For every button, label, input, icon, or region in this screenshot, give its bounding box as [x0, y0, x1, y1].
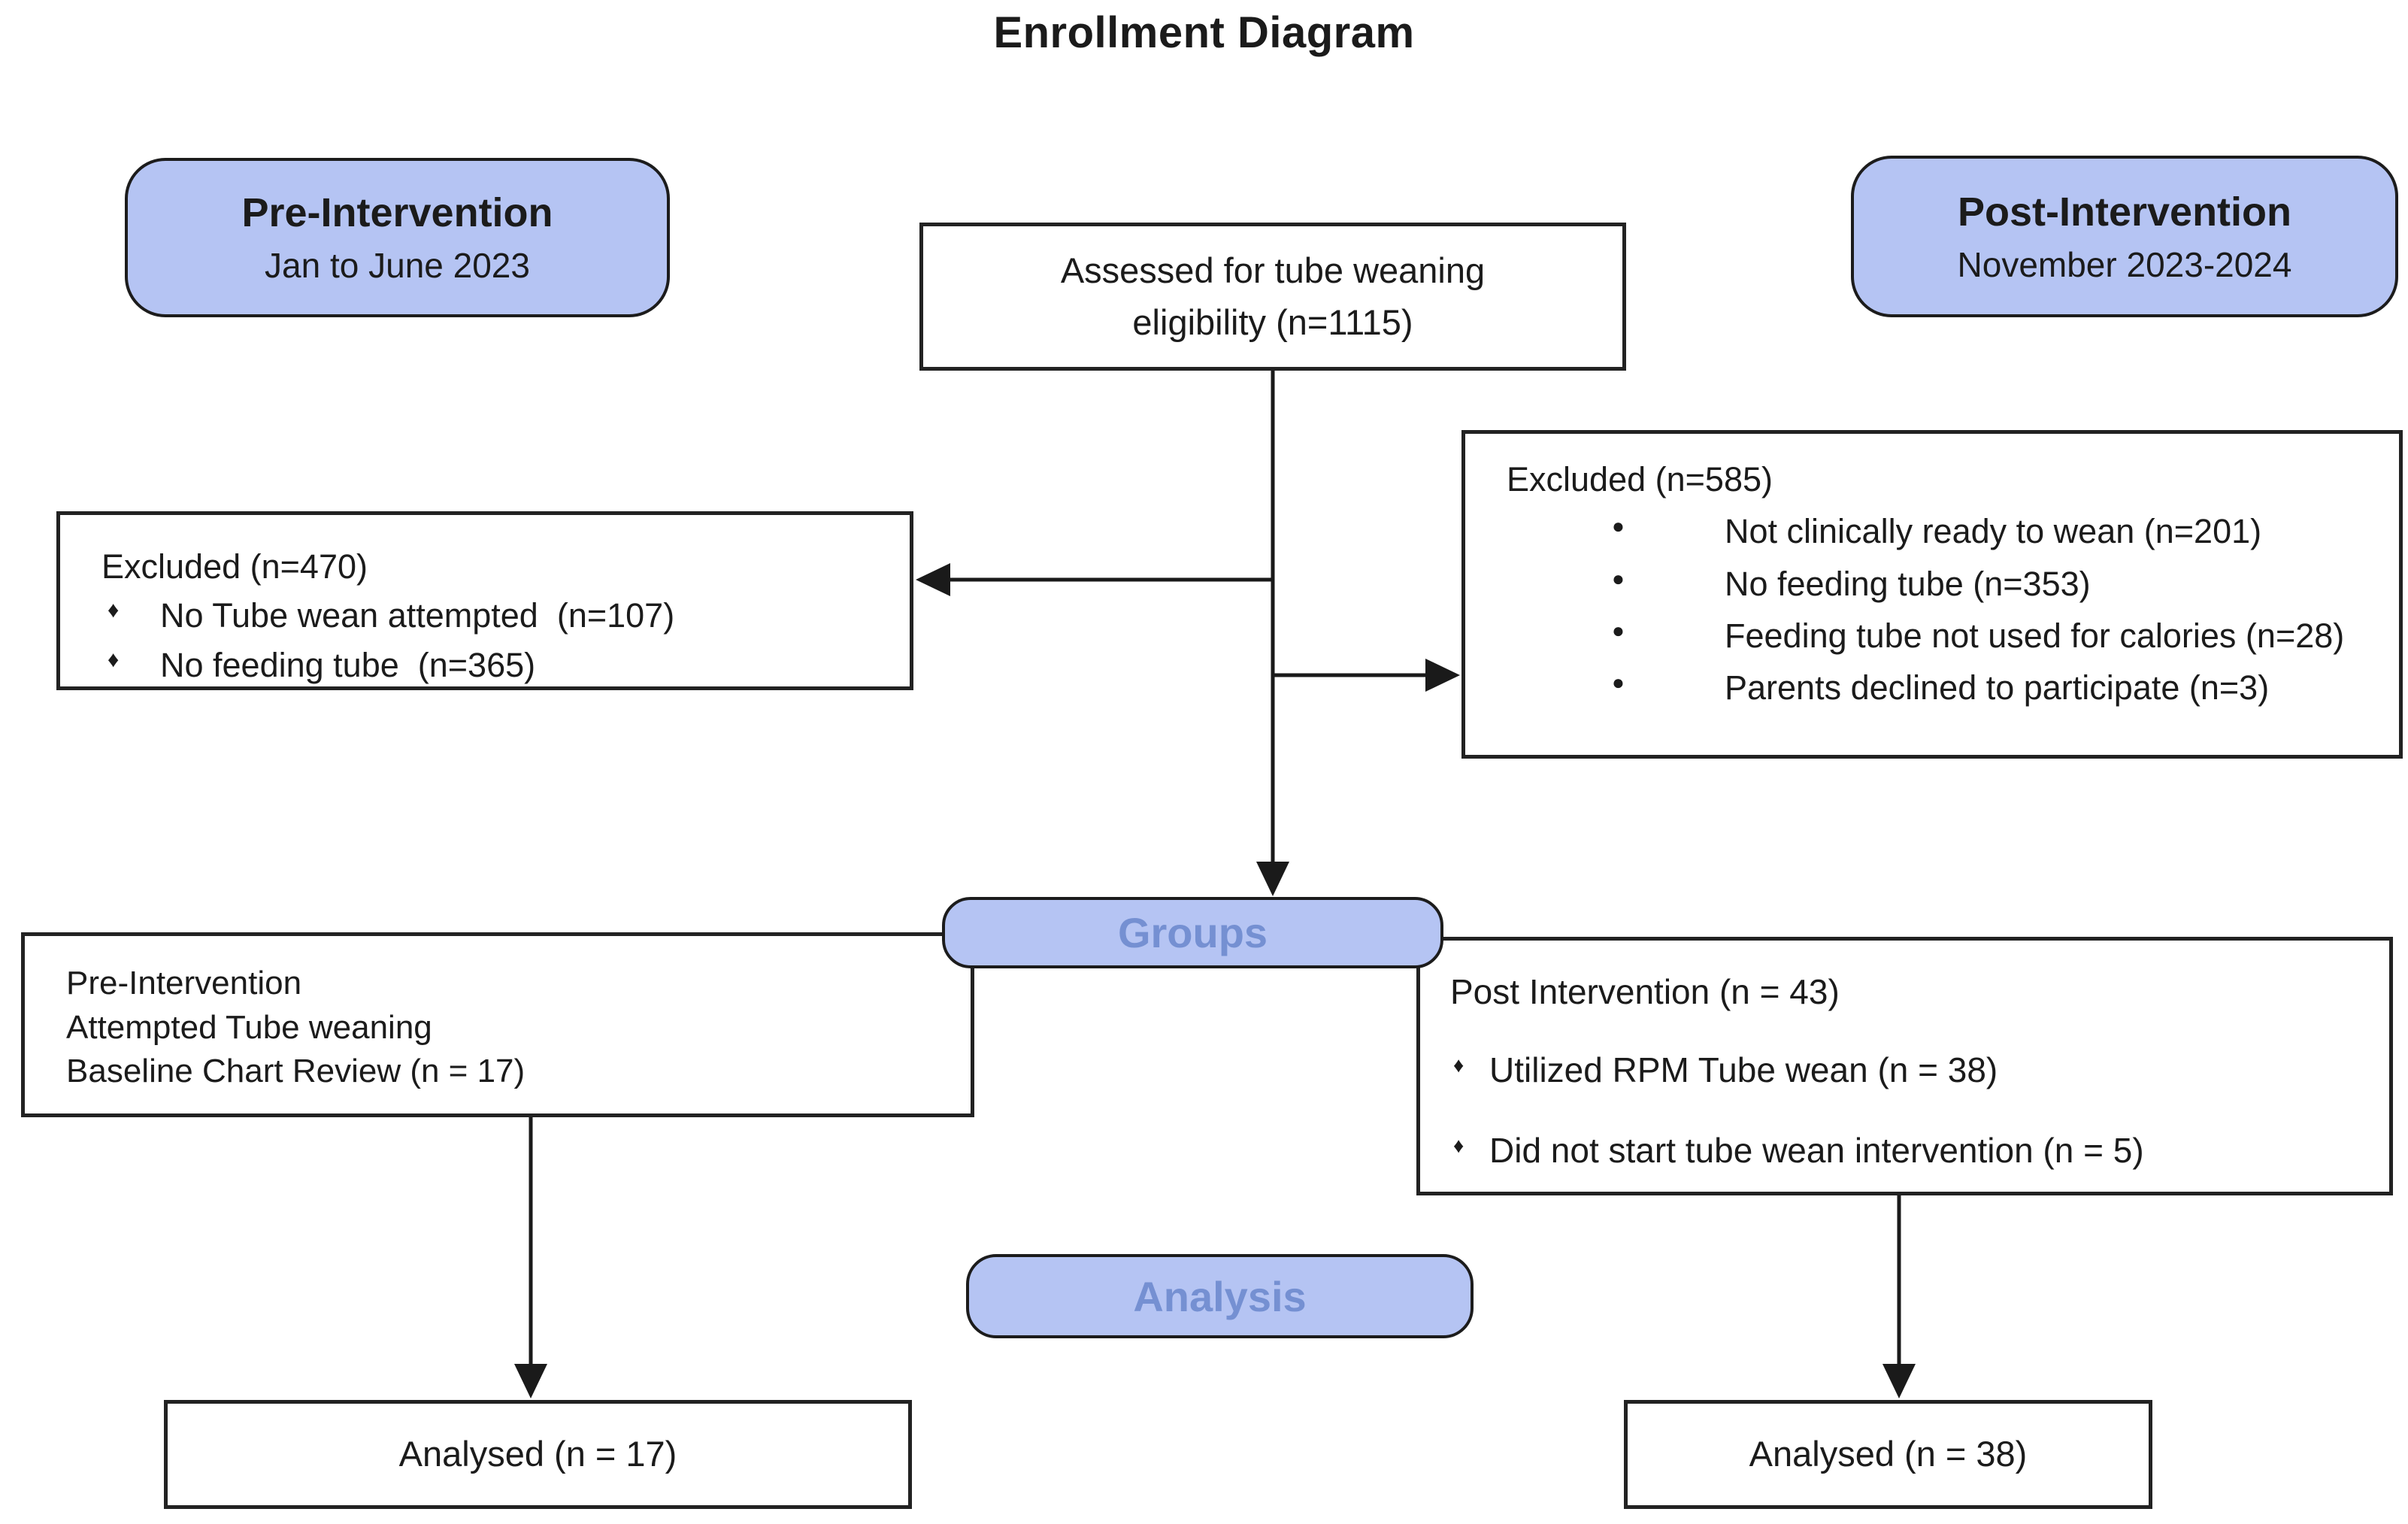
group-right-heading: Post Intervention (n = 43) [1450, 972, 1840, 1011]
arrow-assessed-to-groups [1256, 371, 1289, 896]
list-item: Utilized RPM Tube wean (n = 38) [1450, 1046, 2367, 1094]
group-left-line: Pre-Intervention [66, 965, 302, 1001]
group-left-line: Baseline Chart Review (n = 17) [66, 1053, 526, 1090]
pre-intervention-title: Pre-Intervention [241, 190, 553, 235]
analysis-stage-pill: Analysis [966, 1254, 1474, 1338]
groups-stage-label: Groups [1117, 909, 1268, 956]
arrow-groupright-to-analysed [1882, 1195, 1916, 1398]
pre-intervention-dates: Jan to June 2023 [265, 246, 530, 285]
analysed-right-box: Analysed (n = 38) [1624, 1400, 2152, 1509]
list-item: Not clinically ready to wean (n=201) [1507, 507, 2379, 556]
excluded-left-heading: Excluded (n=470) [101, 547, 368, 586]
pre-intervention-pill: Pre-Intervention Jan to June 2023 [125, 158, 670, 317]
excluded-left-box: Excluded (n=470) No Tube wean attempted … [56, 511, 913, 690]
post-intervention-pill: Post-Intervention November 2023-2024 [1851, 156, 2398, 317]
list-item: Parents declined to participate (n=3) [1507, 663, 2379, 712]
list-item: No Tube wean attempted (n=107) [101, 591, 887, 640]
group-right-list: Utilized RPM Tube wean (n = 38) Did not … [1450, 1046, 2367, 1174]
groups-stage-pill: Groups [942, 897, 1443, 968]
list-item: No feeding tube (n=353) [1507, 559, 2379, 608]
arrow-to-excluded-right [1273, 659, 1460, 692]
group-left-line: Attempted Tube weaning [66, 1008, 432, 1046]
list-item: Did not start tube wean intervention (n … [1450, 1126, 2367, 1174]
group-left-box: Pre-Intervention Attempted Tube weaning … [21, 932, 974, 1117]
arrow-groupleft-to-analysed [514, 1117, 547, 1398]
excluded-right-list: Not clinically ready to wean (n=201) No … [1507, 507, 2379, 712]
analysed-left-text: Analysed (n = 17) [398, 1434, 677, 1474]
analysis-stage-label: Analysis [1133, 1272, 1307, 1320]
arrow-to-excluded-left [916, 563, 1273, 596]
analysed-right-text: Analysed (n = 38) [1749, 1434, 2028, 1474]
excluded-right-box: Excluded (n=585) Not clinically ready to… [1461, 430, 2403, 759]
group-right-box: Post Intervention (n = 43) Utilized RPM … [1416, 937, 2393, 1195]
post-intervention-dates: November 2023-2024 [1957, 244, 2292, 284]
assessed-line1: Assessed for tube weaning [1060, 250, 1486, 291]
post-intervention-title: Post-Intervention [1957, 189, 2292, 235]
assessed-box: Assessed for tube weaning eligibility (n… [919, 223, 1626, 371]
analysed-left-box: Analysed (n = 17) [164, 1400, 912, 1509]
excluded-right-heading: Excluded (n=585) [1507, 460, 1773, 498]
list-item: No feeding tube (n=365) [101, 641, 887, 689]
excluded-left-list: No Tube wean attempted (n=107) No feedin… [101, 591, 887, 689]
page-title: Enrollment Diagram [993, 8, 1415, 57]
assessed-line2: eligibility (n=1115) [1132, 301, 1413, 342]
list-item: Feeding tube not used for calories (n=28… [1507, 611, 2379, 660]
